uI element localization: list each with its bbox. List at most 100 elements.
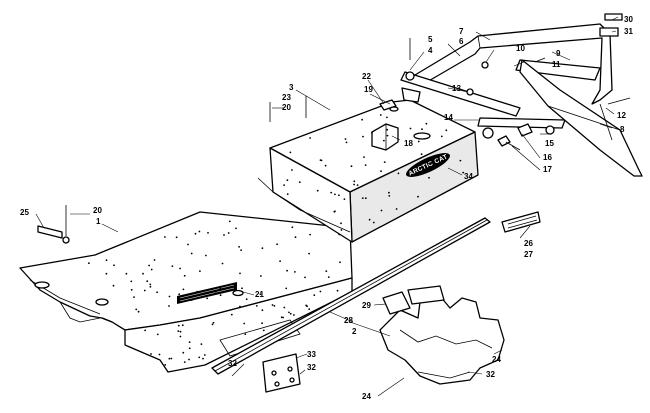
rivet-dot <box>143 289 146 292</box>
rivet-dot <box>285 287 288 290</box>
rivet-dot <box>179 330 182 333</box>
rivet-dot <box>361 118 363 121</box>
rivet-dot <box>340 229 343 231</box>
rivet-dot <box>364 164 367 167</box>
callout-5: 5 <box>428 35 433 44</box>
callout-20-upper: 20 <box>282 103 291 112</box>
rivet-dot <box>293 314 295 316</box>
callout-20-lower: 20 <box>93 206 102 215</box>
rivet-dot <box>130 288 133 291</box>
rivet-dot <box>190 252 193 255</box>
callout-3: 3 <box>289 83 294 92</box>
rivet-dot <box>380 170 382 173</box>
rivet-dot <box>273 305 276 307</box>
callout-6: 6 <box>459 37 464 46</box>
rivet-dot <box>149 285 152 288</box>
rivet-dot <box>261 309 264 312</box>
rivet-dot <box>361 197 364 200</box>
perforated-section <box>219 319 301 357</box>
rivet-dot <box>241 287 243 290</box>
callout-21: 21 <box>255 290 264 299</box>
rivet-dot <box>130 280 133 283</box>
mounting-bracket <box>371 123 399 151</box>
rivet-dot <box>212 321 215 324</box>
callout-31: 31 <box>624 27 633 36</box>
rivet-dot <box>168 357 171 360</box>
rivet-dot <box>219 287 222 289</box>
rivet-dot <box>350 165 353 168</box>
callout-11: 11 <box>552 60 561 69</box>
rivet-dot <box>319 290 322 293</box>
rivet-dot <box>168 305 170 307</box>
callout-7: 7 <box>459 27 464 36</box>
rivet-dot <box>280 316 283 319</box>
callout-19: 19 <box>364 85 373 94</box>
rear-bumper <box>409 13 623 105</box>
rivet-dot <box>395 208 398 210</box>
rivet-dot <box>164 364 167 366</box>
callout-24-right: 24 <box>492 355 501 364</box>
traction-strip <box>177 282 237 304</box>
rivet-dot <box>291 169 293 171</box>
rivet-dot <box>309 233 311 236</box>
rivet-dot <box>205 254 207 257</box>
rivet-dot <box>198 230 201 233</box>
rivet-dot <box>309 137 311 139</box>
rivet-dot <box>294 271 296 273</box>
rivet-dot <box>190 299 193 301</box>
rivet-dot <box>206 297 209 300</box>
rivet-dot <box>182 288 185 291</box>
rivet-dot <box>325 270 328 272</box>
rivet-dot <box>362 135 364 138</box>
rivet-dot <box>286 179 289 182</box>
fastener-hardware <box>37 38 631 244</box>
rivet-dot <box>238 246 241 248</box>
rivet-dot <box>146 280 149 283</box>
rivet-dot <box>304 276 306 279</box>
rivet-dot <box>364 197 367 200</box>
side-rail-strip <box>211 217 491 375</box>
rivet-dot <box>133 296 135 298</box>
rivet-dot <box>153 259 156 261</box>
rivet-dot <box>421 166 424 169</box>
rivet-dot <box>187 243 189 246</box>
callout-16: 16 <box>543 153 552 162</box>
rivet-dot <box>164 236 166 238</box>
callout-10: 10 <box>516 44 525 53</box>
rivet-dot <box>417 140 420 143</box>
rivet-dot <box>261 322 263 325</box>
rivet-dot <box>353 183 355 186</box>
rivet-dot <box>223 234 225 236</box>
callout-1: 1 <box>96 217 101 226</box>
rivet-dot <box>386 134 389 137</box>
rivet-dot <box>417 195 419 198</box>
rivet-dot <box>239 305 241 308</box>
rivet-dot <box>255 305 258 307</box>
rivet-dot <box>308 252 310 255</box>
rivet-dot <box>230 313 233 316</box>
callout-15: 15 <box>545 139 554 148</box>
rivet-dot <box>188 347 191 350</box>
rivet-dot <box>207 232 209 234</box>
rivet-dot <box>239 272 241 275</box>
rivet-dot <box>179 335 182 338</box>
rivet-dot <box>386 128 389 131</box>
callout-23: 23 <box>282 93 291 102</box>
rivet-dot <box>228 220 231 223</box>
callout-34: 34 <box>464 172 473 181</box>
rivet-dot <box>112 284 115 287</box>
rivet-dot <box>430 165 433 168</box>
rivet-dot <box>345 141 348 144</box>
rivet-dot <box>356 184 359 187</box>
rivet-dot <box>244 333 247 335</box>
rivet-dot <box>379 114 382 116</box>
rivet-dot <box>427 162 429 165</box>
rivet-dot <box>283 184 285 187</box>
rivet-dot <box>338 194 340 197</box>
rivet-dot <box>219 294 222 297</box>
rivet-dot <box>388 195 391 197</box>
rivet-dot <box>105 259 108 262</box>
rivet-dot <box>214 290 217 293</box>
rivet-dot <box>324 164 327 167</box>
rivet-dot <box>386 116 388 119</box>
